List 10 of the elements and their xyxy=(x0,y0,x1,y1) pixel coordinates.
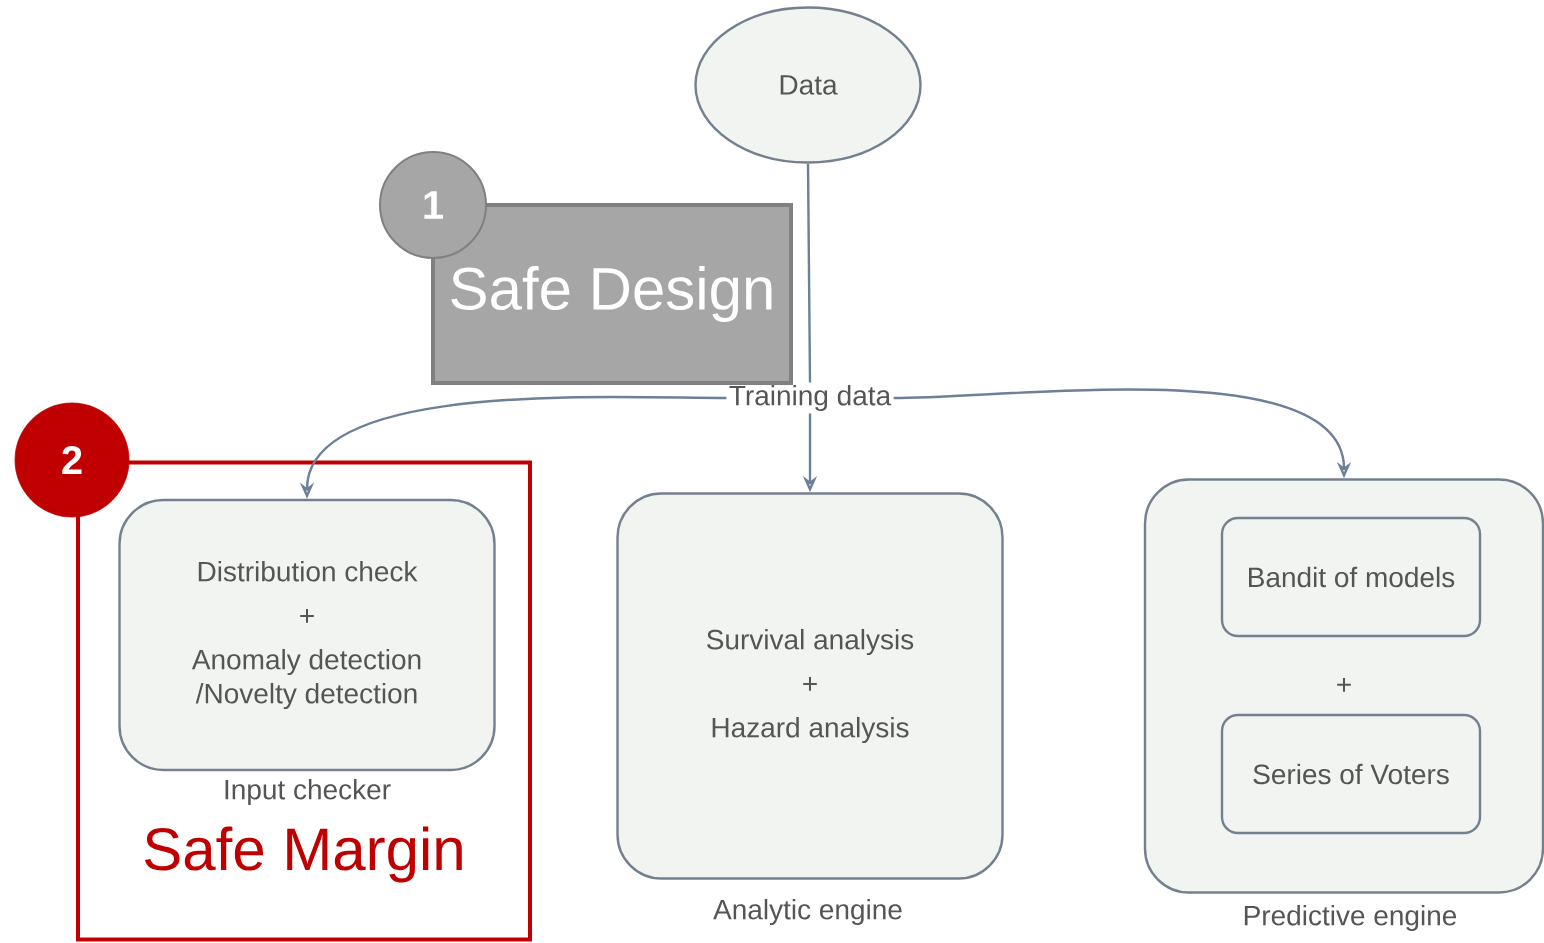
branch-label: Training data xyxy=(729,384,892,412)
number-badge: 2 xyxy=(14,402,130,518)
process-box: Series of Voters xyxy=(1220,713,1482,835)
box-caption: Predictive engine xyxy=(1244,904,1457,932)
process-box: Bandit of models xyxy=(1220,516,1482,638)
process-box: Distribution check + Anomaly detection /Novelty detection xyxy=(118,498,496,772)
number-badge: 1 xyxy=(379,151,487,259)
box-caption: Analytic engine xyxy=(713,898,902,926)
process-box: Survival analysis + Hazard analysis xyxy=(616,492,1004,880)
box-caption: Input checker xyxy=(225,778,391,806)
